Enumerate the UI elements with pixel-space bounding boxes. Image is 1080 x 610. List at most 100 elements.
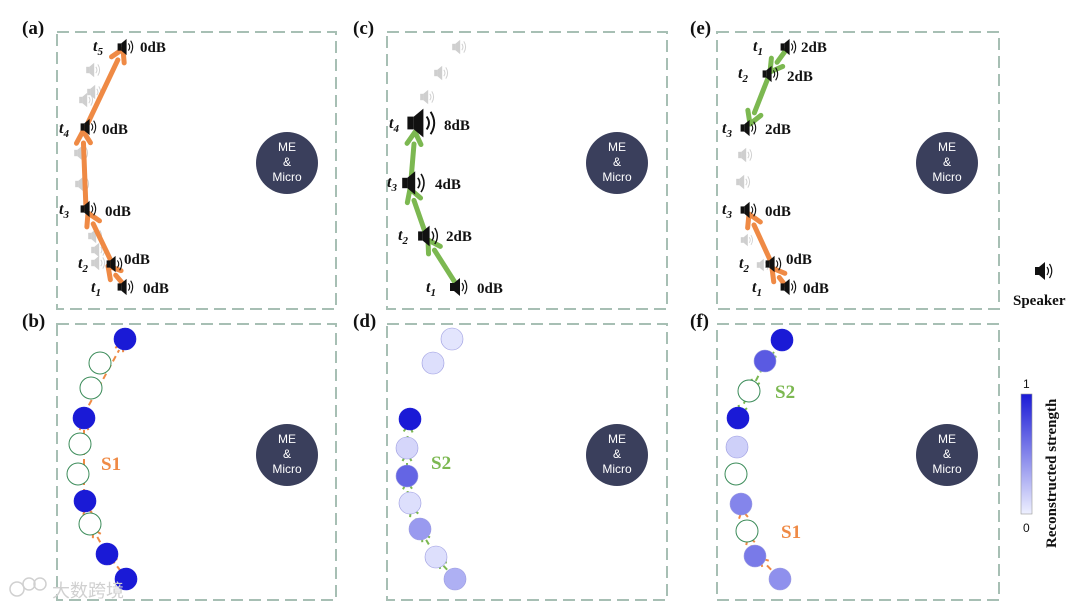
ghost-speaker-icon bbox=[86, 62, 101, 78]
legend-speaker-label: Speaker bbox=[1013, 293, 1066, 309]
svg-text:ME: ME bbox=[608, 140, 626, 154]
db-label: 2dB bbox=[765, 122, 791, 138]
db-label: 0dB bbox=[105, 204, 131, 220]
reconstructed-sources bbox=[66, 327, 794, 591]
labels-e: t1 2dB t2 2dB t3 2dB t3 0dB t2 0dB t1 0d… bbox=[722, 38, 829, 299]
svg-text:Micro: Micro bbox=[932, 462, 962, 476]
svg-text:&: & bbox=[613, 155, 621, 169]
reconstructed-source bbox=[726, 406, 750, 430]
db-label: 0dB bbox=[786, 252, 812, 268]
time-label: t1 bbox=[752, 279, 762, 299]
time-label: t3 bbox=[387, 174, 397, 194]
svg-text:ME: ME bbox=[278, 432, 296, 446]
reconstructed-source bbox=[443, 567, 467, 591]
reconstructed-source bbox=[79, 376, 103, 400]
reconstructed-source bbox=[72, 406, 96, 430]
ghost-speaker-icon bbox=[91, 255, 106, 271]
reconstructed-source bbox=[770, 328, 794, 352]
speaker-icon bbox=[106, 255, 123, 273]
source-label-s2-d: S2 bbox=[431, 453, 451, 474]
ghost-speakers bbox=[74, 39, 769, 272]
ghost-speaker-icon bbox=[740, 233, 753, 247]
speaker-icon bbox=[117, 38, 134, 56]
svg-text:&: & bbox=[283, 155, 291, 169]
reconstructed-source bbox=[724, 462, 748, 486]
reconstructed-source bbox=[398, 491, 422, 515]
speaker-icon bbox=[80, 200, 97, 218]
reconstructed-source bbox=[424, 545, 448, 569]
time-label: t4 bbox=[59, 120, 69, 140]
trajectory-arrow bbox=[767, 47, 789, 75]
reconstructed-source bbox=[395, 436, 419, 460]
colorbar-title: Reconstructed strength bbox=[1044, 398, 1060, 548]
time-label: t1 bbox=[426, 279, 436, 299]
time-label: t3 bbox=[722, 120, 732, 140]
svg-text:Micro: Micro bbox=[272, 462, 302, 476]
panel-tag-f: (f) bbox=[690, 311, 709, 332]
svg-text:大数跨境: 大数跨境 bbox=[52, 581, 124, 602]
svg-text:ME: ME bbox=[938, 432, 956, 446]
ghost-speaker-icon bbox=[79, 92, 94, 108]
svg-text:&: & bbox=[943, 155, 951, 169]
reconstructed-source bbox=[735, 519, 759, 543]
time-label: t5 bbox=[93, 38, 103, 58]
colorbar bbox=[1020, 393, 1033, 515]
svg-text:ME: ME bbox=[608, 432, 626, 446]
reconstructed-source bbox=[743, 544, 767, 568]
speaker-icon bbox=[765, 255, 782, 273]
reconstructed-source bbox=[68, 432, 92, 456]
speakers bbox=[80, 38, 797, 296]
trajectory-arrows bbox=[73, 46, 789, 580]
svg-text:ME: ME bbox=[278, 140, 296, 154]
reconstructed-source bbox=[440, 327, 464, 351]
speaker-icon bbox=[780, 278, 797, 296]
db-label: 0dB bbox=[803, 281, 829, 297]
me-micro-circles: ME & Micro ME & Micro ME & Micro ME & Mi… bbox=[256, 132, 978, 486]
reconstructed-source bbox=[78, 512, 102, 536]
svg-text:Micro: Micro bbox=[932, 170, 962, 184]
speaker-icon bbox=[1035, 262, 1053, 280]
db-label: 2dB bbox=[801, 40, 827, 56]
reconstructed-source bbox=[725, 435, 749, 459]
watermark: 大数跨境 bbox=[9, 577, 124, 602]
time-label: t1 bbox=[753, 38, 763, 58]
panel-tag-c: (c) bbox=[353, 18, 374, 39]
panel-tag-a: (a) bbox=[22, 18, 44, 39]
ghost-speaker-icon bbox=[452, 39, 467, 55]
reconstructed-source bbox=[421, 351, 445, 375]
svg-text:Micro: Micro bbox=[602, 170, 632, 184]
reconstructed-source bbox=[737, 379, 761, 403]
svg-text:&: & bbox=[943, 447, 951, 461]
db-label: 0dB bbox=[124, 252, 150, 268]
speaker-icon bbox=[402, 171, 425, 195]
me-micro-a: ME & Micro bbox=[256, 132, 318, 194]
time-label: t2 bbox=[739, 255, 749, 275]
me-micro-d: ME & Micro bbox=[586, 424, 648, 486]
db-label: 0dB bbox=[477, 281, 503, 297]
reconstructed-source bbox=[73, 489, 97, 513]
time-label: t1 bbox=[91, 279, 101, 299]
me-micro-e: ME & Micro bbox=[916, 132, 978, 194]
speaker-icon bbox=[1035, 262, 1053, 280]
time-label: t3 bbox=[722, 201, 732, 221]
source-label-s2-f: S2 bbox=[775, 382, 795, 403]
frame-c bbox=[386, 31, 668, 310]
speaker-icon bbox=[117, 278, 134, 296]
reconstructed-source bbox=[408, 517, 432, 541]
speaker-icon bbox=[407, 108, 436, 138]
trajectory-arrow bbox=[745, 75, 771, 127]
reconstructed-source bbox=[114, 567, 138, 591]
speaker-icon bbox=[450, 278, 468, 296]
reconstructed-source bbox=[113, 327, 137, 351]
me-micro-b: ME & Micro bbox=[256, 424, 318, 486]
reconstructed-source bbox=[398, 407, 422, 431]
trajectory-arrow bbox=[105, 263, 127, 288]
panel-tag-b: (b) bbox=[22, 311, 45, 332]
reconstructed-source bbox=[66, 462, 90, 486]
panel-frames bbox=[56, 31, 1000, 601]
db-label: 4dB bbox=[435, 177, 461, 193]
frame-a bbox=[56, 31, 337, 310]
source-label-s1-f: S1 bbox=[781, 522, 801, 543]
ghost-speaker-icon bbox=[434, 65, 449, 81]
